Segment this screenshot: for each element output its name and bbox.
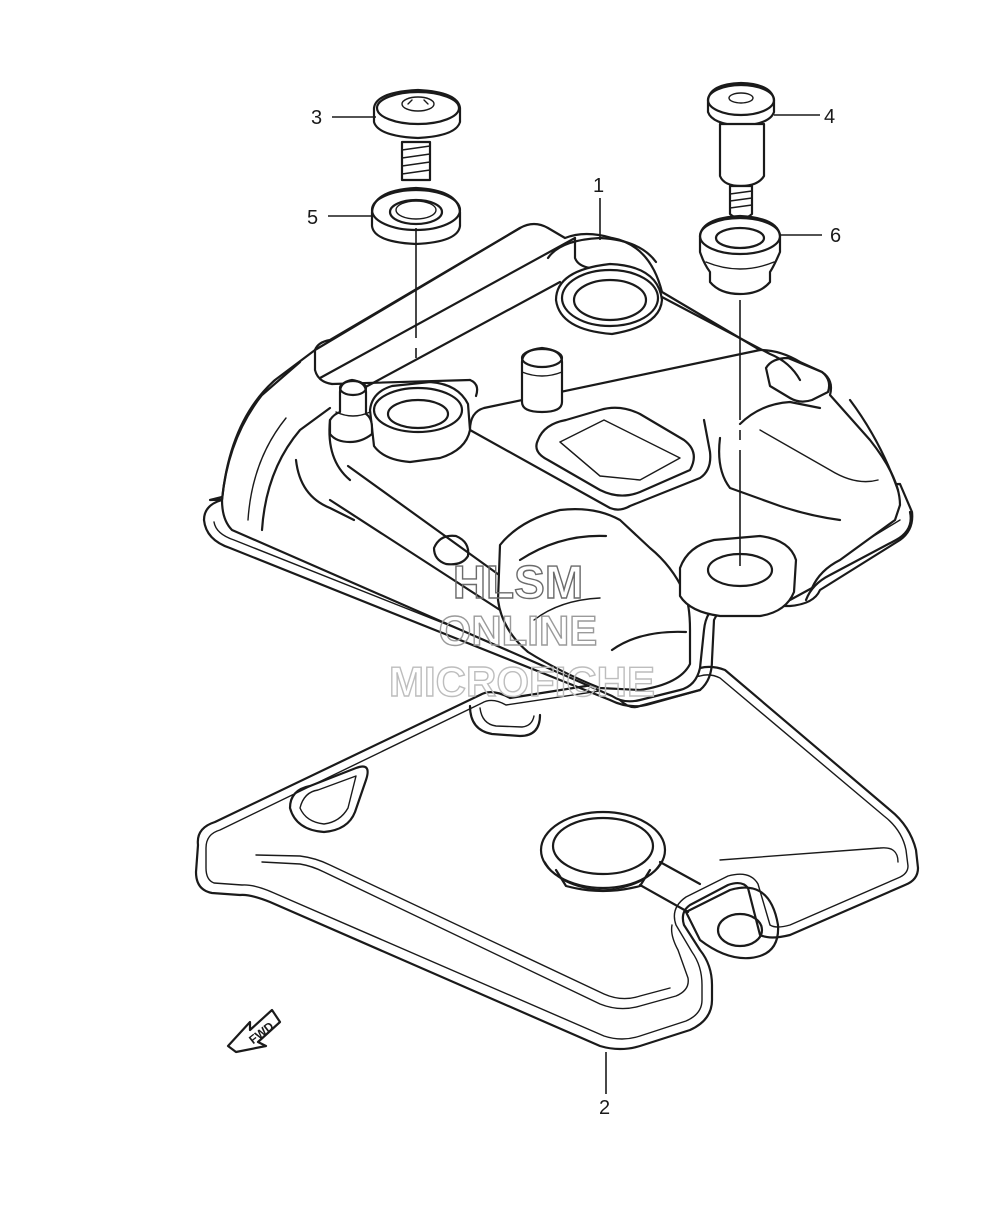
part-1-cylinder-head-cover (202, 222, 914, 709)
forward-arrow-icon: FWD (226, 1008, 282, 1054)
watermark-line-2: ONLINE (439, 607, 598, 654)
watermark: HLSM ONLINE MICROFICHE (388, 555, 655, 705)
part-2-gasket (194, 665, 920, 1051)
part-3-bolt (372, 88, 462, 182)
callout-3: 3 (311, 107, 322, 129)
callout-6: 6 (830, 225, 841, 247)
part-4-shoulder-bolt (706, 81, 776, 220)
callout-numbers: 1 2 3 4 5 6 (307, 106, 841, 1119)
callout-1: 1 (593, 175, 604, 197)
callout-5: 5 (307, 207, 318, 229)
part-5-seal-washer (370, 186, 462, 246)
callout-4: 4 (824, 106, 835, 128)
callout-leaders (328, 114, 822, 1094)
callout-2: 2 (599, 1097, 610, 1119)
watermark-line-3: MICROFICHE (389, 658, 655, 705)
watermark-line-1: HLSM (453, 556, 583, 608)
assembly-axis-lines (415, 228, 741, 566)
part-6-grommet (698, 214, 782, 296)
